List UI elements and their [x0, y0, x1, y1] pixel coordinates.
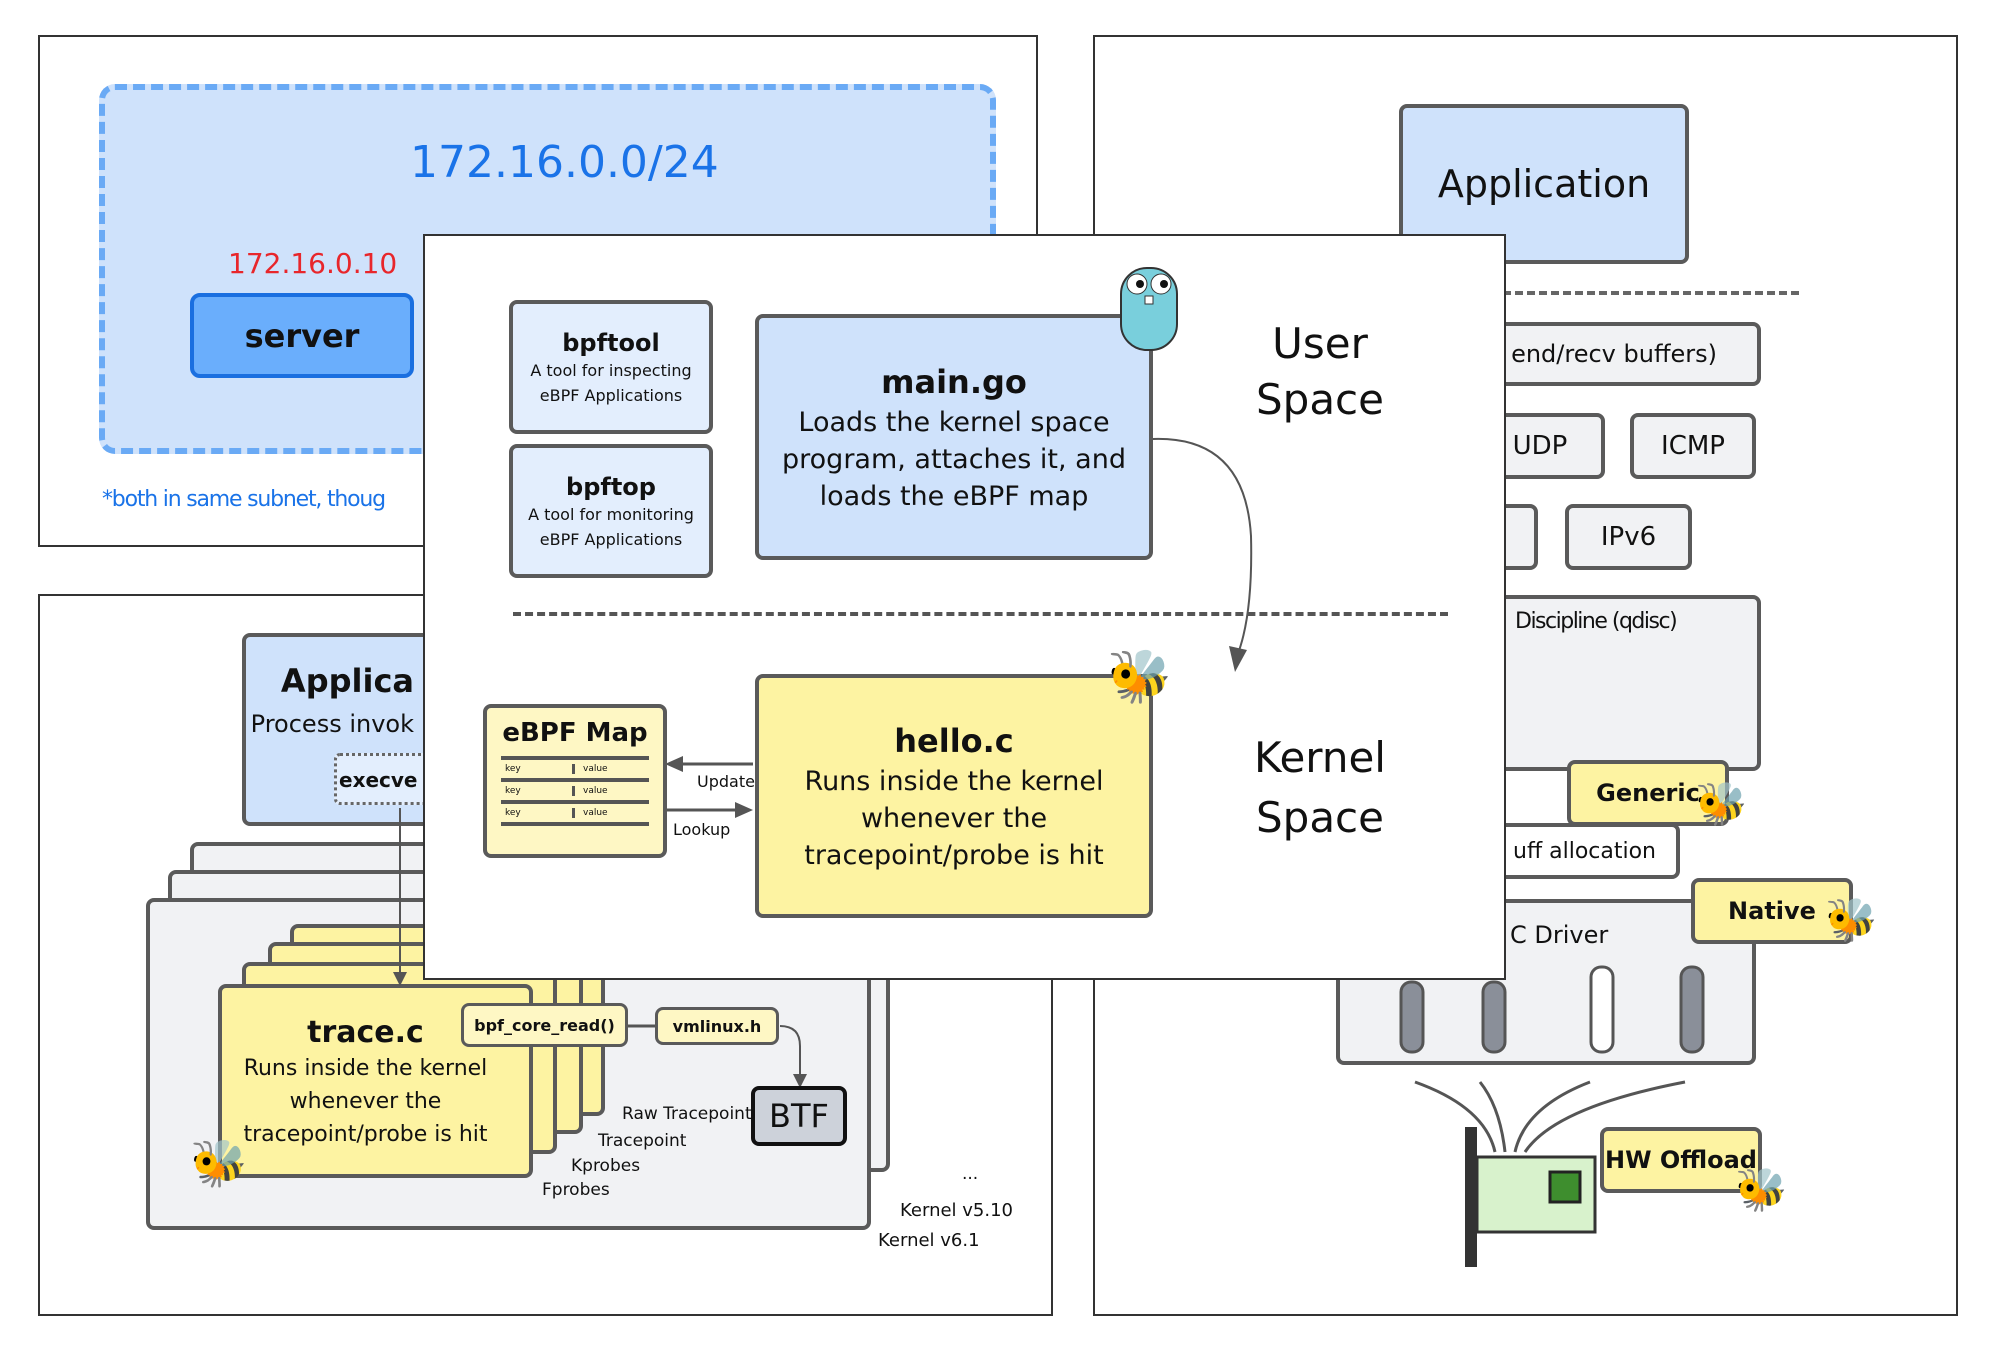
trace-desc-3: tracepoint/probe is hit	[243, 1122, 488, 1147]
generic-hook-box: Generic	[1567, 760, 1729, 826]
bpftop-title: bpftop	[566, 473, 656, 501]
execve-label: execve	[339, 768, 418, 792]
overview-panel: bpftool A tool for inspecting eBPF Appli…	[423, 234, 1506, 980]
main-go-title: main.go	[881, 362, 1027, 401]
ebpf-map-title: eBPF Map	[502, 718, 648, 748]
ipv6-box: IPv6	[1565, 504, 1692, 570]
probe-kprobes: Kprobes	[571, 1156, 641, 1176]
server-ip: 172.16.0.10	[228, 247, 398, 280]
trace-title: trace.c	[307, 1015, 424, 1050]
user-space-line-2: Space	[1256, 375, 1384, 424]
map-row: key value	[501, 760, 649, 782]
attach-arrow	[665, 437, 1253, 818]
subnet-footnote: *both in same subnet, thoug	[102, 487, 386, 512]
ebpf-map-table: key value key value key value	[501, 756, 649, 826]
generic-label: Generic	[1596, 779, 1700, 807]
btf-label: BTF	[769, 1097, 829, 1135]
kernel-ellipsis: ...	[962, 1164, 979, 1184]
ebpf-map-box: eBPF Map key value key value key value	[483, 704, 667, 858]
kernel-space-line-1: Kernel	[1254, 733, 1386, 782]
nic-queues-and-arrows	[1399, 965, 1705, 1267]
stack-application-box: Application	[1399, 104, 1689, 264]
bpftop-desc-2: eBPF Applications	[539, 530, 683, 549]
nic-driver-label: C Driver	[1510, 921, 1609, 949]
user-space-label: User Space	[1245, 316, 1395, 428]
trace-desc-1: Runs inside the kernel	[243, 1056, 488, 1081]
application-subtitle: Process invok	[250, 710, 414, 738]
bpftool-box: bpftool A tool for inspecting eBPF Appli…	[509, 300, 713, 434]
hello-c-box: hello.c Runs inside the kernel whenever …	[755, 674, 1153, 918]
native-label: Native	[1728, 897, 1816, 925]
bee-icon: 🐝	[1735, 1165, 1788, 1214]
kernel-v6-1: Kernel v6.1	[878, 1230, 980, 1251]
native-hook-box: Native	[1691, 878, 1853, 944]
map-key: key	[501, 808, 575, 818]
user-kernel-divider	[513, 612, 1448, 616]
lookup-label: Lookup	[673, 820, 731, 839]
bee-icon: 🐝	[1107, 647, 1172, 707]
gopher-icon	[1120, 267, 1178, 351]
probe-fprobes: Fprobes	[542, 1180, 610, 1200]
bee-icon: 🐝	[190, 1136, 248, 1190]
btf-box: BTF	[751, 1086, 847, 1146]
map-row: key value	[501, 804, 649, 826]
bpftool-desc-2: eBPF Applications	[539, 386, 683, 405]
hw-offload-box: HW Offload	[1600, 1127, 1762, 1193]
map-key: key	[501, 764, 575, 774]
bee-icon: 🐝	[1695, 779, 1748, 828]
user-space-line-1: User	[1272, 319, 1368, 368]
qdisc-label: Discipline (qdisc)	[1515, 609, 1678, 634]
subnet-label: 172.16.0.0/24	[410, 137, 719, 188]
main-go-desc-1: Loads the kernel space	[798, 406, 1110, 438]
trace-connectors	[393, 808, 807, 1088]
map-value: value	[583, 764, 608, 774]
bpf-core-read-box: bpf_core_read()	[461, 1003, 628, 1047]
probe-raw-tracepoint: Raw Tracepoint	[622, 1104, 752, 1124]
update-label: Update	[697, 772, 755, 791]
buff-allocation-label: uff allocation	[1513, 838, 1656, 864]
stack-application-label: Application	[1437, 162, 1651, 206]
vmlinux-label: vmlinux.h	[672, 1016, 762, 1036]
map-value: value	[583, 808, 608, 818]
main-go-desc-3: loads the eBPF map	[819, 480, 1089, 512]
bee-icon: 🐝	[1825, 895, 1878, 944]
icmp-box: ICMP	[1630, 413, 1756, 479]
map-row: key value	[501, 782, 649, 804]
udp-label: UDP	[1512, 431, 1568, 461]
hello-c-desc-1: Runs inside the kernel	[804, 765, 1104, 797]
hello-c-desc-3: tracepoint/probe is hit	[804, 839, 1104, 871]
application-title: Applica	[280, 662, 414, 700]
hello-c-title: hello.c	[894, 721, 1014, 760]
server-label: server	[244, 316, 360, 355]
kernel-v5-10: Kernel v5.10	[900, 1200, 1014, 1221]
icmp-label: ICMP	[1661, 431, 1725, 461]
bpftop-box: bpftop A tool for monitoring eBPF Applic…	[509, 444, 713, 578]
hw-offload-label: HW Offload	[1605, 1146, 1757, 1174]
vmlinux-box: vmlinux.h	[655, 1007, 779, 1045]
server-node: server	[190, 293, 414, 378]
bpftool-desc-1: A tool for inspecting	[530, 361, 692, 380]
map-key: key	[501, 786, 575, 796]
hello-c-desc-2: whenever the	[860, 802, 1048, 834]
main-go-desc-2: program, attaches it, and	[782, 443, 1126, 475]
probe-tracepoint: Tracepoint	[598, 1131, 687, 1151]
kernel-space-label: Kernel Space	[1235, 728, 1405, 848]
kernel-space-line-2: Space	[1256, 793, 1384, 842]
user-kernel-divider	[1395, 291, 1799, 295]
bpftop-desc-1: A tool for monitoring	[528, 505, 694, 524]
trace-desc-2: whenever the	[289, 1089, 442, 1114]
bpftool-title: bpftool	[562, 329, 660, 357]
map-value: value	[583, 786, 608, 796]
ipv6-label: IPv6	[1600, 522, 1657, 552]
bpf-core-read-label: bpf_core_read()	[474, 1015, 615, 1035]
main-go-box: main.go Loads the kernel space program, …	[755, 314, 1153, 560]
socket-buffers-label: end/recv buffers)	[1511, 340, 1717, 368]
